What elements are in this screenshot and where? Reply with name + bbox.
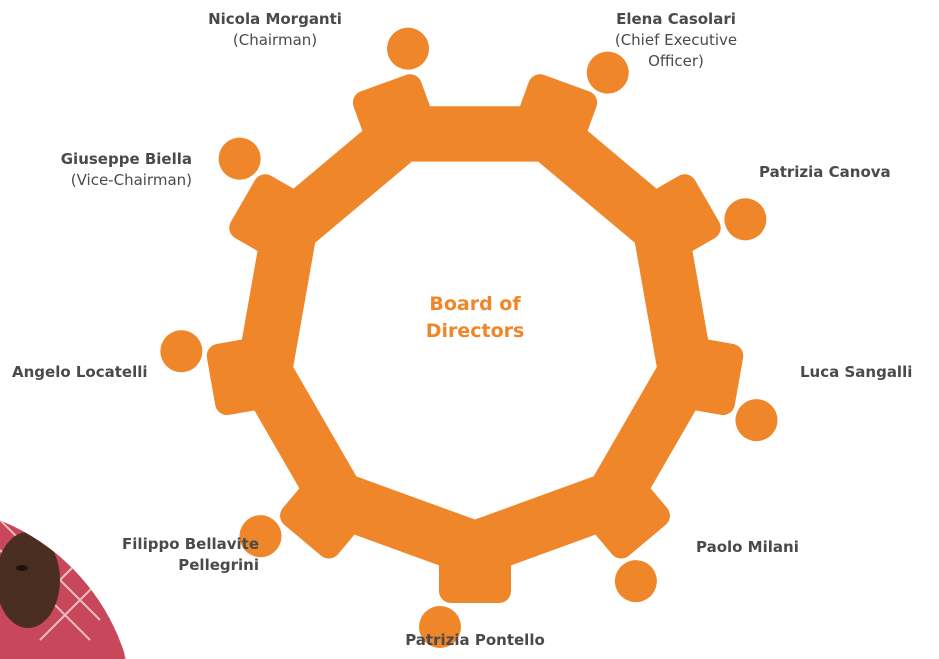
member-role: (Vice-Chairman) bbox=[70, 171, 192, 189]
member-label-bellavite: Filippo Bellavite Pellegrini bbox=[122, 534, 259, 576]
person-head-icon bbox=[586, 51, 629, 94]
member-name: Giuseppe Biella bbox=[60, 150, 192, 168]
person-head-icon bbox=[419, 606, 461, 648]
person-photo bbox=[0, 505, 135, 659]
member-label-canova: Patrizia Canova bbox=[759, 162, 891, 183]
title-line-2: Directors bbox=[425, 320, 525, 342]
member-name: Pellegrini bbox=[178, 556, 259, 574]
person-head-icon bbox=[218, 137, 261, 180]
member-label-sangalli: Luca Sangalli bbox=[800, 362, 912, 383]
person-head-icon bbox=[239, 515, 282, 558]
member-role: Officer) bbox=[648, 52, 704, 70]
member-name: Nicola Morganti bbox=[208, 10, 342, 28]
person-head-icon bbox=[387, 27, 430, 70]
member-label-casolari: Elena Casolari (Chief Executive Officer) bbox=[615, 9, 737, 72]
person-head-icon bbox=[735, 399, 778, 442]
member-name: Luca Sangalli bbox=[800, 363, 913, 381]
member-label-biella: Giuseppe Biella (Vice-Chairman) bbox=[61, 149, 192, 191]
member-role: (Chief Executive bbox=[614, 31, 738, 49]
member-label-locatelli: Angelo Locatelli bbox=[12, 362, 148, 383]
member-label-morganti: Nicola Morganti (Chairman) bbox=[208, 9, 342, 51]
person-head-icon bbox=[614, 560, 657, 603]
round-table bbox=[235, 106, 715, 578]
title-line-1: Board of bbox=[429, 293, 521, 315]
diagram-title: Board of Directors bbox=[385, 291, 565, 345]
member-name: Paolo Milani bbox=[696, 538, 799, 556]
member-label-pontello: Patrizia Pontello bbox=[405, 630, 545, 651]
person-head-icon bbox=[160, 330, 203, 373]
member-name: Elena Casolari bbox=[616, 10, 736, 28]
member-name: Filippo Bellavite bbox=[122, 535, 259, 553]
member-name: Patrizia Canova bbox=[759, 163, 891, 181]
person-head-icon bbox=[724, 198, 767, 241]
member-name: Angelo Locatelli bbox=[12, 363, 148, 381]
member-role: (Chairman) bbox=[232, 31, 318, 49]
member-name: Patrizia Pontello bbox=[405, 631, 545, 649]
member-label-milani: Paolo Milani bbox=[696, 537, 799, 558]
